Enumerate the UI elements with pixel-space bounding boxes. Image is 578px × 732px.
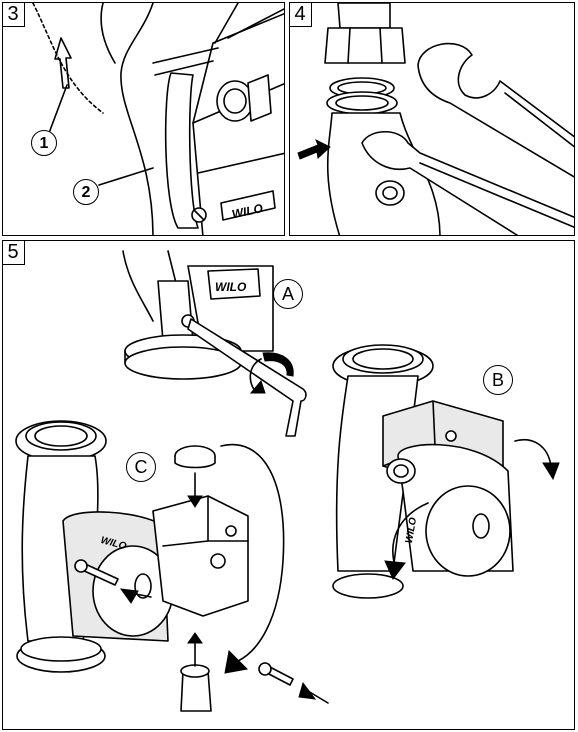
panel-5-illustration: WILO WILO: [3, 241, 575, 730]
panel-4-number: 4: [289, 2, 312, 27]
panel-5: 5 WILO WILO: [2, 240, 575, 730]
letter-c: C: [126, 452, 156, 482]
panel-4: 4: [289, 2, 575, 236]
rotate-arrow-icon: [515, 440, 551, 466]
panel-5-brand-text-a: WILO: [215, 280, 247, 294]
panel-5-number: 5: [2, 240, 25, 265]
letter-a: A: [273, 279, 303, 309]
panel-3-illustration: WILO: [3, 3, 285, 236]
panel-3-number: 3: [2, 2, 25, 27]
panel-3: 3 WILO 1 2: [2, 2, 285, 236]
letter-b: B: [483, 365, 513, 395]
callout-2: 2: [73, 179, 99, 205]
up-arrow-outline-icon: [55, 38, 71, 88]
panel-4-illustration: [290, 3, 575, 236]
push-arrow-icon: [298, 140, 330, 159]
callout-1: 1: [31, 130, 57, 156]
